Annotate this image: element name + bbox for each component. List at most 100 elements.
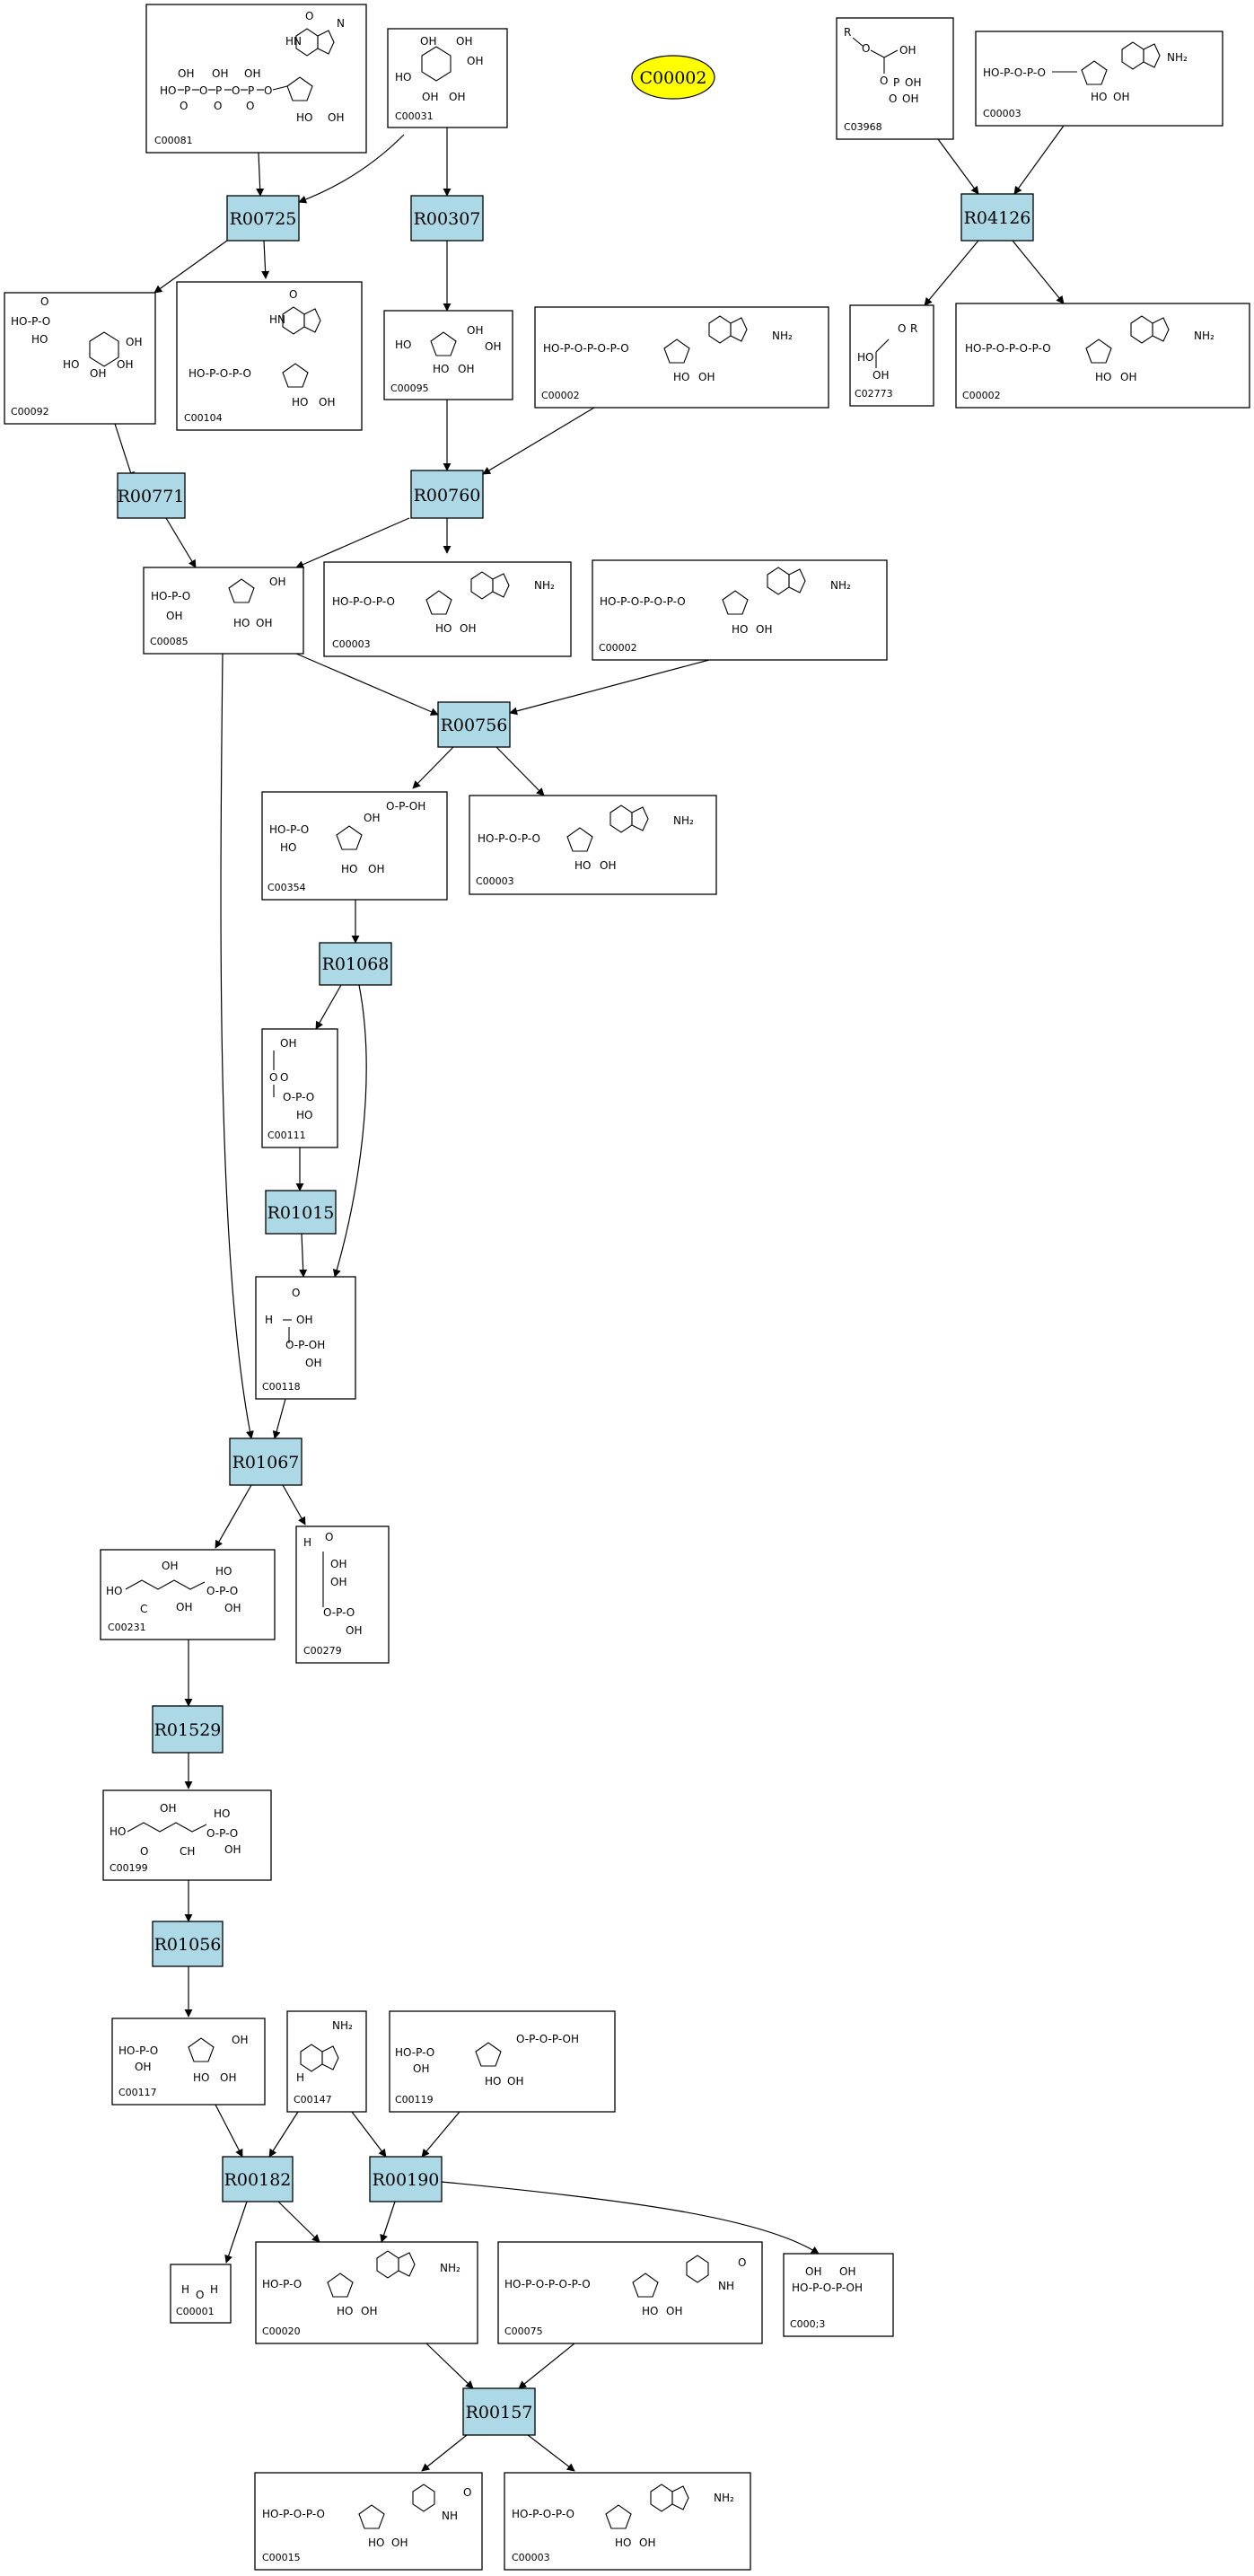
structure-c00147: NH₂ H <box>296 2019 353 2084</box>
svg-text:O: O <box>199 84 207 97</box>
svg-text:N: N <box>337 17 345 30</box>
svg-text:OH: OH <box>212 67 228 80</box>
svg-text:HO-P-O-P-O: HO-P-O-P-O <box>189 367 251 380</box>
reaction-label: R01015 <box>267 1203 335 1223</box>
svg-text:HO-P-O: HO-P-O <box>11 315 50 328</box>
svg-text:O: O <box>140 1845 148 1858</box>
svg-text:P: P <box>184 84 190 97</box>
svg-text:NH₂: NH₂ <box>673 814 694 827</box>
svg-text:HO-P-O-P-O: HO-P-O-P-O <box>478 832 540 845</box>
svg-text:OH: OH <box>280 1037 296 1050</box>
edge-r00190-c00020 <box>380 2201 396 2243</box>
compound-label: C00003 <box>476 875 514 887</box>
edge-r00157-c00003d <box>527 2434 575 2472</box>
svg-text:OH: OH <box>467 55 483 67</box>
compound-label: C00119 <box>395 2094 434 2106</box>
edge-c00020-r00157 <box>425 2343 474 2389</box>
svg-text:HO: HO <box>732 623 748 636</box>
reaction-r01068[interactable]: R01068 <box>319 942 392 986</box>
svg-text:H: H <box>265 1314 273 1326</box>
svg-text:OH: OH <box>902 92 918 105</box>
reaction-r00157[interactable]: R00157 <box>462 2387 536 2436</box>
svg-text:HO: HO <box>31 333 48 346</box>
svg-text:HO: HO <box>642 2305 658 2317</box>
edge-c00031-r00725 <box>298 134 405 204</box>
edge-c00147-r00190 <box>351 2111 387 2158</box>
compound-label: C00104 <box>184 412 223 424</box>
svg-text:O: O <box>40 295 48 308</box>
reaction-r00725[interactable]: R00725 <box>226 195 300 242</box>
reaction-r00760[interactable]: R00760 <box>410 470 484 519</box>
reaction-r00307[interactable]: R00307 <box>410 195 484 242</box>
svg-text:H: H <box>181 2283 189 2296</box>
svg-text:HO-P-O-P-OH: HO-P-O-P-OH <box>792 2281 863 2294</box>
compound-label: C00118 <box>262 1381 301 1393</box>
reaction-label: R00157 <box>466 2403 533 2422</box>
edge-r00182-c00001 <box>224 2201 248 2264</box>
compound-label: C00095 <box>390 382 429 394</box>
svg-text:HO: HO <box>615 2536 631 2549</box>
svg-text:O: O <box>862 42 870 55</box>
svg-text:O-P-O: O-P-O <box>206 1827 238 1840</box>
reaction-r01015[interactable]: R01015 <box>265 1190 337 1235</box>
svg-text:OH: OH <box>126 336 142 348</box>
reaction-r00756[interactable]: R00756 <box>437 701 511 748</box>
svg-text:OH: OH <box>166 610 182 622</box>
edge-c00081-r00725 <box>256 152 265 197</box>
reaction-r04126[interactable]: R04126 <box>960 193 1034 242</box>
svg-text:OH: OH <box>305 1357 321 1369</box>
compound-label: C00002 <box>541 390 580 401</box>
svg-text:OH: OH <box>460 622 476 635</box>
edge-r04126-c02773 <box>924 240 979 306</box>
compound-c00147[interactable]: NH₂ H C00147 <box>286 2010 367 2113</box>
svg-text:O-P-OH: O-P-OH <box>386 800 425 813</box>
reaction-r01056[interactable]: R01056 <box>152 1921 224 1967</box>
svg-text:OH: OH <box>507 2075 523 2088</box>
svg-text:O-P-OH: O-P-OH <box>285 1339 325 1351</box>
reaction-r00190[interactable]: R00190 <box>369 2156 443 2202</box>
svg-text:HO: HO <box>341 863 357 875</box>
svg-text:NH₂: NH₂ <box>534 579 555 592</box>
reaction-r01067[interactable]: R01067 <box>229 1437 303 1486</box>
reaction-r00771[interactable]: R00771 <box>117 472 186 519</box>
svg-text:HO-P-O-P-O: HO-P-O-P-O <box>262 2508 325 2520</box>
edge-c00085-r00756 <box>295 653 439 716</box>
svg-text:NH₂: NH₂ <box>1167 51 1188 64</box>
svg-text:O: O <box>269 1071 277 1084</box>
reaction-r01529[interactable]: R01529 <box>152 1705 224 1754</box>
reaction-r00182[interactable]: R00182 <box>222 2156 294 2202</box>
